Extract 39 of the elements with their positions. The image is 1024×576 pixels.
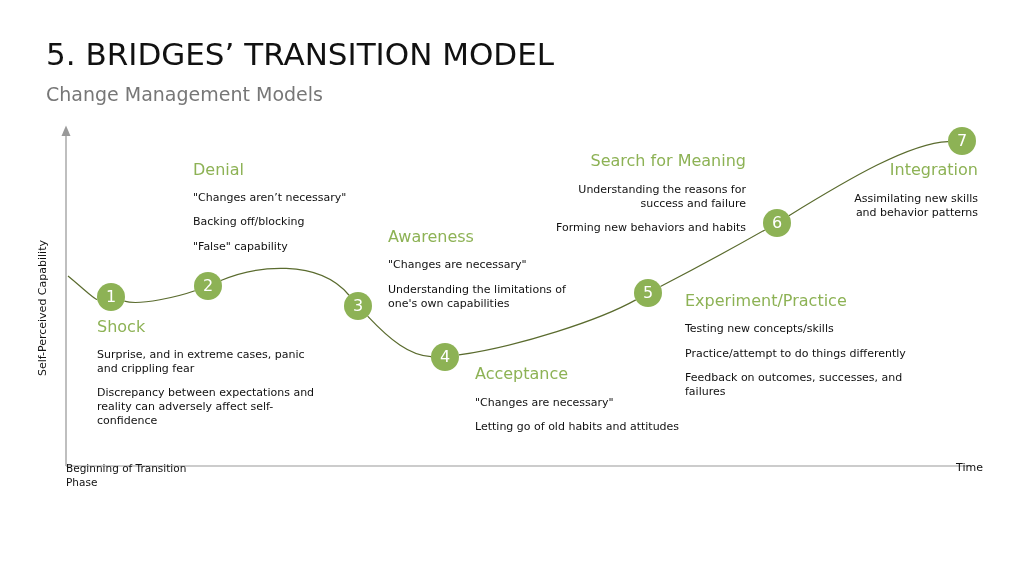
stage-description: Feedback on outcomes, successes, and failures xyxy=(685,371,904,399)
stage-description: "False" capability xyxy=(193,240,289,254)
stage-description: Surprise, and in extreme cases, panic and crippling fear xyxy=(97,348,306,376)
stage-description: "Changes are necessary" xyxy=(475,396,615,410)
stage-description: Discrepancy between expectations and reality can adversely affect self-confidence xyxy=(97,386,316,428)
stage-description: Assimilating new skills and behavior patterns xyxy=(853,192,978,220)
step-number-circle: 4 xyxy=(431,343,459,371)
step-number-circle: 1 xyxy=(97,283,125,311)
stage-description: Testing new concepts/skills xyxy=(685,322,835,336)
step-number-circle: 5 xyxy=(634,279,662,307)
subtitle: Change Management Models xyxy=(46,83,323,105)
axis-label: Beginning of Transition Phase xyxy=(66,461,188,489)
axis-label: Time xyxy=(956,461,982,475)
stage-heading: Denial xyxy=(193,160,245,179)
stage-description: Forming new behaviors and habits xyxy=(556,221,746,235)
curve-line xyxy=(458,299,637,356)
axis-label: Self-Perceived Capability xyxy=(36,240,49,377)
curve-line xyxy=(367,315,432,358)
curve-line xyxy=(123,290,196,304)
step-number-circle: 7 xyxy=(948,127,976,155)
stage-heading: Shock xyxy=(97,317,147,336)
stage-description: Understanding the reasons for success and failure xyxy=(577,183,746,211)
stage-heading: Integration xyxy=(888,160,978,179)
step-number-circle: 6 xyxy=(763,209,791,237)
step-number-circle: 2 xyxy=(194,272,222,300)
curve-line xyxy=(220,267,350,296)
stage-description: Practice/attempt to do things differently xyxy=(685,347,907,361)
curve-line xyxy=(67,275,98,301)
stage-heading: Experiment/Practice xyxy=(685,291,848,310)
stage-description: "Changes are necessary" xyxy=(388,258,528,272)
stage-heading: Search for Meaning xyxy=(589,151,746,170)
stage-description: Backing off/blocking xyxy=(193,215,306,229)
title: 5. BRIDGES’ TRANSITION MODEL xyxy=(46,36,555,72)
stage-description: "Changes aren’t necessary" xyxy=(193,191,348,205)
stage-description: Letting go of old habits and attitudes xyxy=(475,420,681,434)
step-number-circle: 3 xyxy=(344,292,372,320)
stage-description: Understanding the limitations of one's own capabilities xyxy=(388,283,567,311)
curve-line xyxy=(788,140,949,217)
curve-line xyxy=(659,229,766,288)
